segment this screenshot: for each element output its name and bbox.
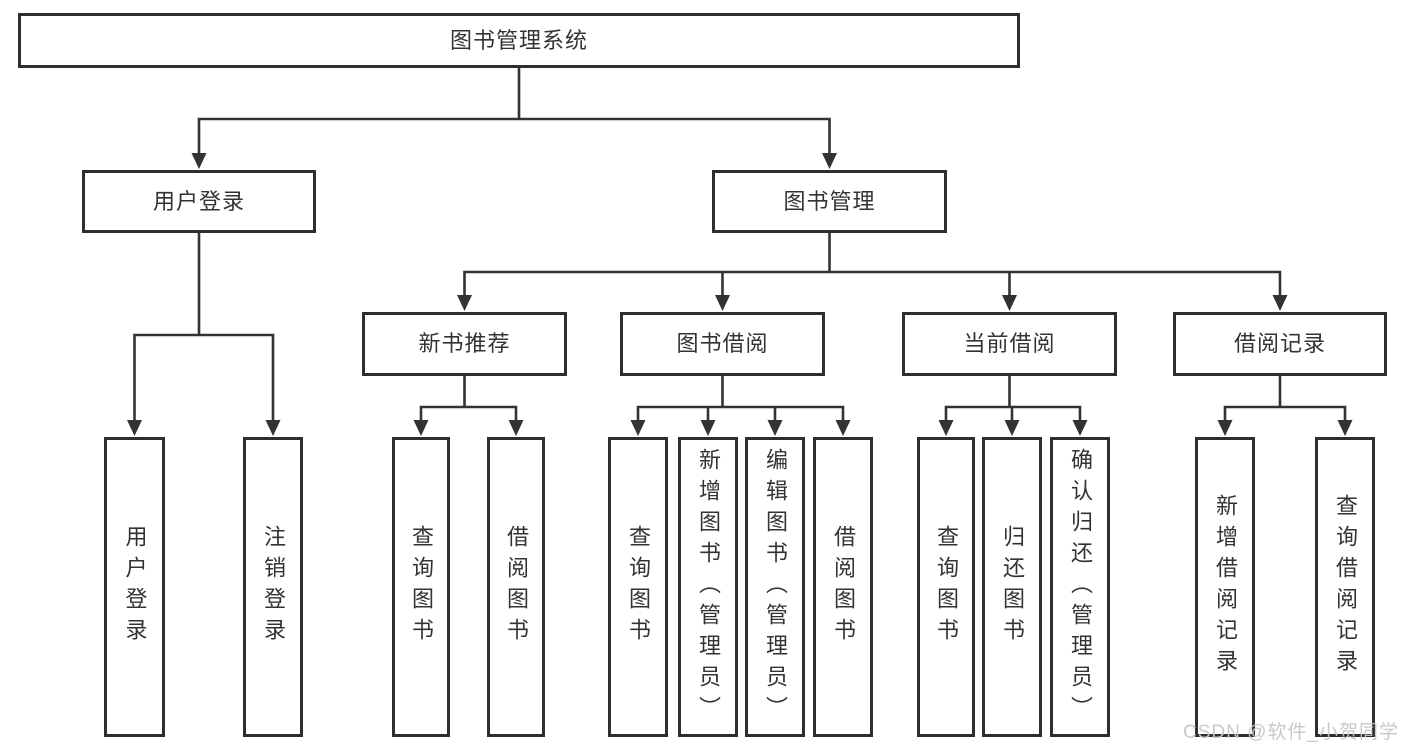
watermark: CSDN @软件_小贺同学 [1183, 722, 1399, 743]
node-new-book-rec: 新书推荐 [362, 312, 567, 376]
node-leaf-br-query: 查询借阅记录 [1315, 437, 1375, 737]
node-current-borrow: 当前借阅 [902, 312, 1117, 376]
arrowhead-icon [1004, 420, 1020, 436]
node-label: 借阅图书 [504, 525, 529, 649]
node-book-borrow: 图书借阅 [620, 312, 825, 376]
node-leaf-bb-query: 查询图书 [608, 437, 668, 737]
node-leaf-bb-add: 新增图书（管理员） [678, 437, 738, 737]
node-label: 新增图书（管理员） [696, 447, 721, 727]
arrowhead-icon [1217, 420, 1233, 436]
node-book-mgmt: 图书管理 [712, 170, 947, 233]
arrowhead-icon [265, 420, 281, 436]
node-leaf-user-login: 用户登录 [104, 437, 165, 737]
node-leaf-cb-return: 归还图书 [982, 437, 1042, 737]
connector-borrow-record [1223, 376, 1347, 423]
arrowhead-icon [413, 420, 429, 436]
arrowhead-icon [835, 420, 851, 436]
node-label: 新增借阅记录 [1213, 494, 1238, 680]
node-label: 图书管理 [783, 188, 876, 214]
node-label: 查询图书 [626, 525, 651, 649]
connector-book-borrow [636, 376, 845, 423]
node-leaf-nbr-borrow: 借阅图书 [487, 437, 545, 737]
node-leaf-nbr-query: 查询图书 [392, 437, 450, 737]
node-label: 新书推荐 [418, 331, 511, 356]
connector-user-login [133, 233, 275, 423]
node-label: 注销登录 [261, 525, 286, 649]
connector-new-book-rec [419, 376, 518, 423]
node-label: 借阅记录 [1233, 331, 1326, 356]
node-label: 查询图书 [934, 525, 959, 649]
node-label: 编辑图书（管理员） [763, 447, 788, 727]
arrowhead-icon [191, 153, 207, 169]
node-user-login: 用户登录 [82, 170, 316, 233]
arrowhead-icon [822, 153, 837, 169]
node-label: 归还图书 [1000, 525, 1025, 649]
arrowhead-icon [630, 420, 646, 436]
node-label: 查询借阅记录 [1333, 494, 1358, 680]
node-label: 用户登录 [122, 525, 148, 649]
node-label: 用户登录 [152, 188, 245, 214]
arrowhead-icon [127, 420, 142, 436]
node-leaf-cb-confirm: 确认归还（管理员） [1050, 437, 1110, 737]
arrowhead-icon [508, 420, 524, 436]
arrowhead-icon [1072, 420, 1088, 436]
arrowhead-icon [715, 295, 730, 311]
node-leaf-bb-edit: 编辑图书（管理员） [745, 437, 805, 737]
node-leaf-logout: 注销登录 [243, 437, 303, 737]
arrowhead-icon [457, 295, 472, 311]
arrowhead-icon [1272, 295, 1288, 311]
node-leaf-cb-query: 查询图书 [917, 437, 975, 737]
node-borrow-record: 借阅记录 [1173, 312, 1387, 376]
node-label: 当前借阅 [963, 331, 1056, 356]
connector-root [197, 68, 831, 156]
connector-book-mgmt [463, 233, 1282, 298]
node-label: 确认归还（管理员） [1068, 447, 1093, 727]
arrowhead-icon [1337, 420, 1353, 436]
arrowhead-icon [767, 420, 783, 436]
arrowhead-icon [700, 420, 716, 436]
node-leaf-bb-borrow: 借阅图书 [813, 437, 873, 737]
node-label: 查询图书 [409, 525, 434, 649]
connector-current-borrow [944, 376, 1082, 423]
node-label: 借阅图书 [831, 525, 856, 649]
node-label: 图书借阅 [676, 331, 769, 356]
node-label: 图书管理系统 [449, 27, 588, 53]
node-leaf-br-add: 新增借阅记录 [1195, 437, 1255, 737]
node-root: 图书管理系统 [18, 13, 1020, 68]
arrowhead-icon [938, 420, 954, 436]
arrowhead-icon [1002, 295, 1017, 311]
